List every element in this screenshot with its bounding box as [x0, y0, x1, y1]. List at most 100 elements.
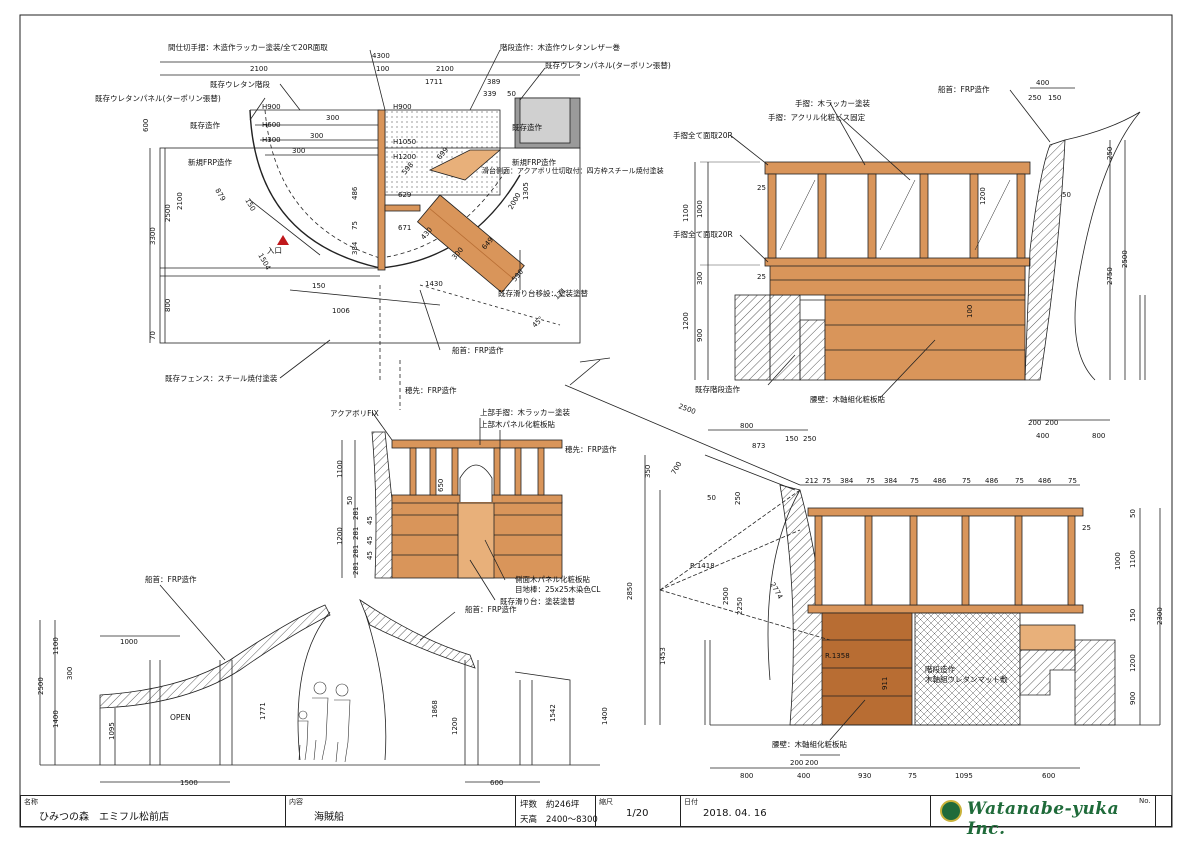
tb-content-cell: 内容 海賊船 — [286, 796, 516, 826]
dim-text: 1200 — [979, 187, 987, 205]
elevation-right — [694, 87, 1146, 421]
dim-text: H600 — [262, 121, 281, 129]
dim-text: 350 — [644, 465, 652, 478]
elevation-left — [39, 584, 600, 783]
dim-text: 800 — [1092, 432, 1105, 440]
dim-text: 800 — [740, 772, 753, 780]
dim-text: 2250 — [736, 597, 744, 615]
dim-text: 300 — [326, 114, 339, 122]
company-name: Watanabe-yuka Inc. — [967, 799, 1120, 839]
company-logo: Watanabe-yuka Inc. — [940, 797, 1140, 839]
dim-text: 2774 — [768, 581, 784, 601]
plan-label-slide-stand: 既存滑り台移設：塗装塗替 — [498, 288, 588, 298]
dim-text: 1771 — [259, 702, 267, 720]
tb-company-cell — [931, 796, 1156, 826]
dim-text: 2000 — [507, 192, 523, 211]
dim-text: 1400 — [52, 710, 60, 728]
dim-text: 930 — [858, 772, 871, 780]
plan-label-stairs: 階段造作：木造作ウレタンレザー巻 — [500, 42, 620, 52]
elev-br-label-stair-mat: 階段造作木軸組ウレタンマット敷 — [925, 664, 1008, 684]
sheet-border — [19, 14, 1173, 828]
dim-text: 2100 — [436, 65, 454, 73]
dim-text: 911 — [881, 677, 889, 690]
dim-text: 45° — [531, 315, 545, 329]
dim-text: 150 — [1048, 94, 1061, 102]
tb-content: 海賊船 — [314, 812, 344, 823]
tb-date-label: 日付 — [684, 798, 698, 806]
dim-text: 281 — [352, 545, 360, 558]
dim-text: 2850 — [626, 582, 634, 600]
dim-text: 250 — [734, 492, 742, 505]
title-block: 名称 ひみつの森 エミフル松前店 内容 海賊船 坪数 約246坪 天高 2400… — [20, 795, 1172, 827]
elev-br-label-wall: 腰壁：木軸組化粧板貼 — [772, 739, 847, 749]
tb-date-cell: 日付 2018. 04. 16 — [681, 796, 931, 826]
elev-right-label-chamfer2: 手摺全て面取20R — [673, 229, 733, 239]
dim-text: 671 — [398, 224, 411, 232]
dim-text: 150 — [785, 435, 798, 443]
dim-text: 1000 — [1114, 552, 1122, 570]
dim-text: 75 — [866, 477, 875, 485]
plan-label-existing-right: 既存造作 — [512, 122, 542, 132]
dim-text: 50 — [1062, 191, 1071, 199]
tb-area: 約246坪 — [546, 800, 580, 810]
dim-text: 384 — [840, 477, 854, 485]
elev-center-label-slide: 既存滑り台：塗装塗替 — [500, 596, 575, 606]
dim-text: 2100 — [176, 192, 184, 210]
elev-right-label-handrail: 手摺：木ラッカー塗装 — [795, 98, 870, 108]
dim-text: 600 — [490, 779, 503, 787]
dim-text: 300 — [292, 147, 305, 155]
dim-text: 2500 — [677, 402, 696, 416]
tb-name-cell: 名称 ひみつの森 エミフル松前店 — [21, 796, 286, 826]
dim-text: 384 — [884, 477, 898, 485]
dim-text: 281 — [352, 507, 360, 520]
dim-text: 150 — [312, 282, 325, 290]
dim-text: 50 — [1129, 509, 1137, 518]
dim-text: 486 — [351, 186, 359, 200]
dim-text: 1000 — [696, 200, 704, 218]
elevation-bottom-right — [564, 384, 1161, 769]
elev-right-label-acrylic: 手摺：アクリル化粧ビス固定 — [768, 112, 866, 122]
elev-center-label-joint: 目地棒：25x25木染色CL — [515, 584, 601, 594]
dim-text: 800 — [740, 422, 753, 430]
dim-text: 75 — [910, 477, 919, 485]
plan-label-existing: 既存造作 — [190, 120, 220, 130]
dim-text: 200 — [1045, 419, 1058, 427]
dim-text: 25 — [1082, 524, 1091, 532]
elevation-center — [341, 411, 563, 601]
dim-text: 400 — [1036, 79, 1049, 87]
dim-text: 250 — [1106, 147, 1114, 160]
dim-text: 100 — [966, 305, 974, 318]
dim-text: 1542 — [549, 704, 557, 722]
dim-text: 1200 — [336, 527, 344, 545]
dim-text: 339 — [483, 90, 496, 98]
dim-text: 1868 — [431, 700, 439, 718]
tb-content-label: 内容 — [289, 798, 303, 806]
dim-text: 384 — [351, 241, 359, 255]
dim-text: 900 — [1129, 692, 1137, 705]
dim-text: 1100 — [682, 204, 690, 222]
dim-text: 1200 — [451, 717, 459, 735]
dim-text: 2300 — [1156, 607, 1164, 625]
dim-text: 45 — [366, 551, 374, 560]
dim-text: 50 — [707, 494, 716, 502]
elev-center-label-upper-rail: 上部手摺：木ラッカー塗装 — [480, 407, 570, 417]
plan-label-urethane-panel-left: 既存ウレタンパネル(ターポリン張替) — [95, 93, 221, 103]
dim-text: 75 — [351, 221, 359, 230]
tb-area-label: 坪数 — [520, 800, 538, 810]
dim-text: 281 — [352, 562, 360, 575]
tb-name: ひみつの森 エミフル松前店 — [39, 812, 169, 823]
plan-label-urethane-stairs: 既存ウレタン階段 — [210, 79, 270, 89]
elev-br-label-r1418: R.1418 — [690, 562, 715, 570]
dim-text: 212 — [805, 477, 818, 485]
elev-left-label-open: OPEN — [170, 713, 191, 722]
dim-text: 150 — [243, 197, 257, 213]
dim-text: 1430 — [425, 280, 443, 288]
dim-text: H300 — [262, 136, 281, 144]
dim-text: 50 — [507, 90, 516, 98]
dim-text: 300 — [696, 272, 704, 285]
elev-right-label-bow: 船首：FRP造作 — [938, 84, 990, 94]
dim-text: 2500 — [1121, 250, 1129, 268]
dim-text: 1100 — [336, 460, 344, 478]
elev-center-label-upper-panel: 上部木パネル化粧板貼 — [480, 419, 555, 429]
